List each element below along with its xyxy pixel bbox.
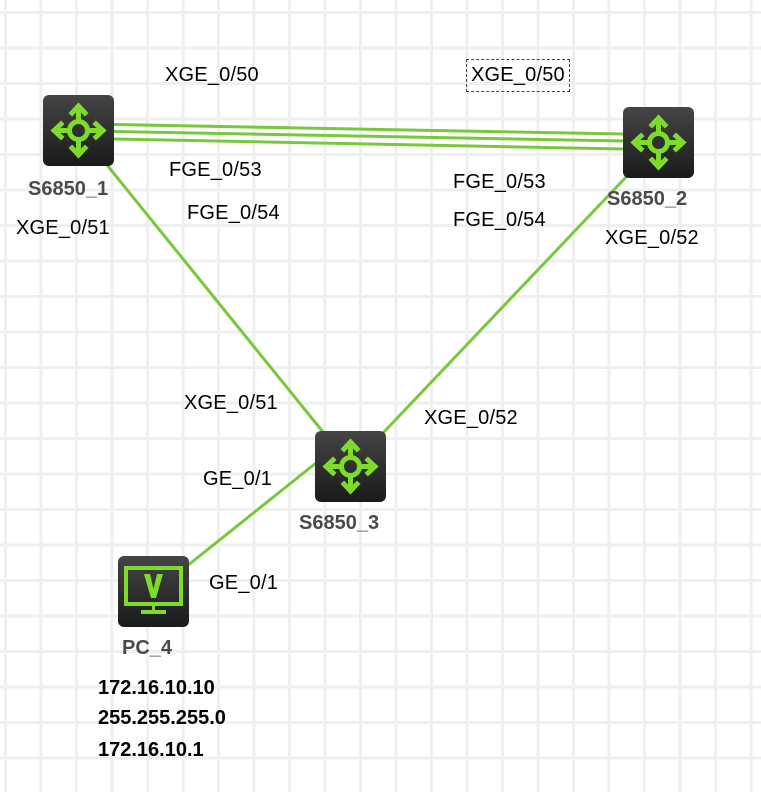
link-s1-s2-xge50[interactable] <box>113 123 624 136</box>
device-s6850-1[interactable] <box>43 95 114 166</box>
port-label-s3-ge1[interactable]: GE_0/1 <box>203 468 273 490</box>
port-label-s2-fge53[interactable]: FGE_0/53 <box>453 171 546 193</box>
link-s3-pc4[interactable] <box>186 461 317 568</box>
link-s1-s3[interactable] <box>105 164 325 433</box>
pc4-subnet-mask: 255.255.255.0 <box>98 707 226 729</box>
device-label-pc-4: PC_4 <box>122 637 173 659</box>
port-label-s3-xge52[interactable]: XGE_0/52 <box>424 407 518 429</box>
port-label-s2-xge52[interactable]: XGE_0/52 <box>605 227 699 249</box>
switch-icon <box>630 114 687 171</box>
link-s1-s2-fge53[interactable] <box>113 130 624 143</box>
port-label-s1-xge51[interactable]: XGE_0/51 <box>16 217 110 239</box>
port-label-s2-fge54[interactable]: FGE_0/54 <box>453 209 546 231</box>
port-label-s1-xge50[interactable]: XGE_0/50 <box>165 64 259 86</box>
switch-icon <box>50 102 107 159</box>
port-label-s2-xge50[interactable]: XGE_0/50 <box>466 59 570 92</box>
port-label-s1-fge54[interactable]: FGE_0/54 <box>187 202 280 224</box>
device-s6850-3[interactable] <box>315 431 386 502</box>
device-pc-4[interactable] <box>118 556 189 627</box>
pc4-ip-address: 172.16.10.10 <box>98 677 215 699</box>
device-label-s6850-3: S6850_3 <box>299 512 380 534</box>
pc-monitor-icon <box>124 566 183 614</box>
device-s6850-2[interactable] <box>623 107 694 178</box>
link-s1-s2-fge54[interactable] <box>113 137 624 151</box>
device-label-s6850-2: S6850_2 <box>607 188 688 210</box>
port-label-pc4-ge1[interactable]: GE_0/1 <box>209 572 279 594</box>
device-label-s6850-1: S6850_1 <box>28 178 109 200</box>
switch-icon <box>322 438 379 495</box>
port-label-s3-xge51[interactable]: XGE_0/51 <box>184 392 278 414</box>
link-s2-s3[interactable] <box>381 174 629 435</box>
port-label-s1-fge53[interactable]: FGE_0/53 <box>169 159 262 181</box>
pc4-gateway: 172.16.10.1 <box>98 739 204 761</box>
